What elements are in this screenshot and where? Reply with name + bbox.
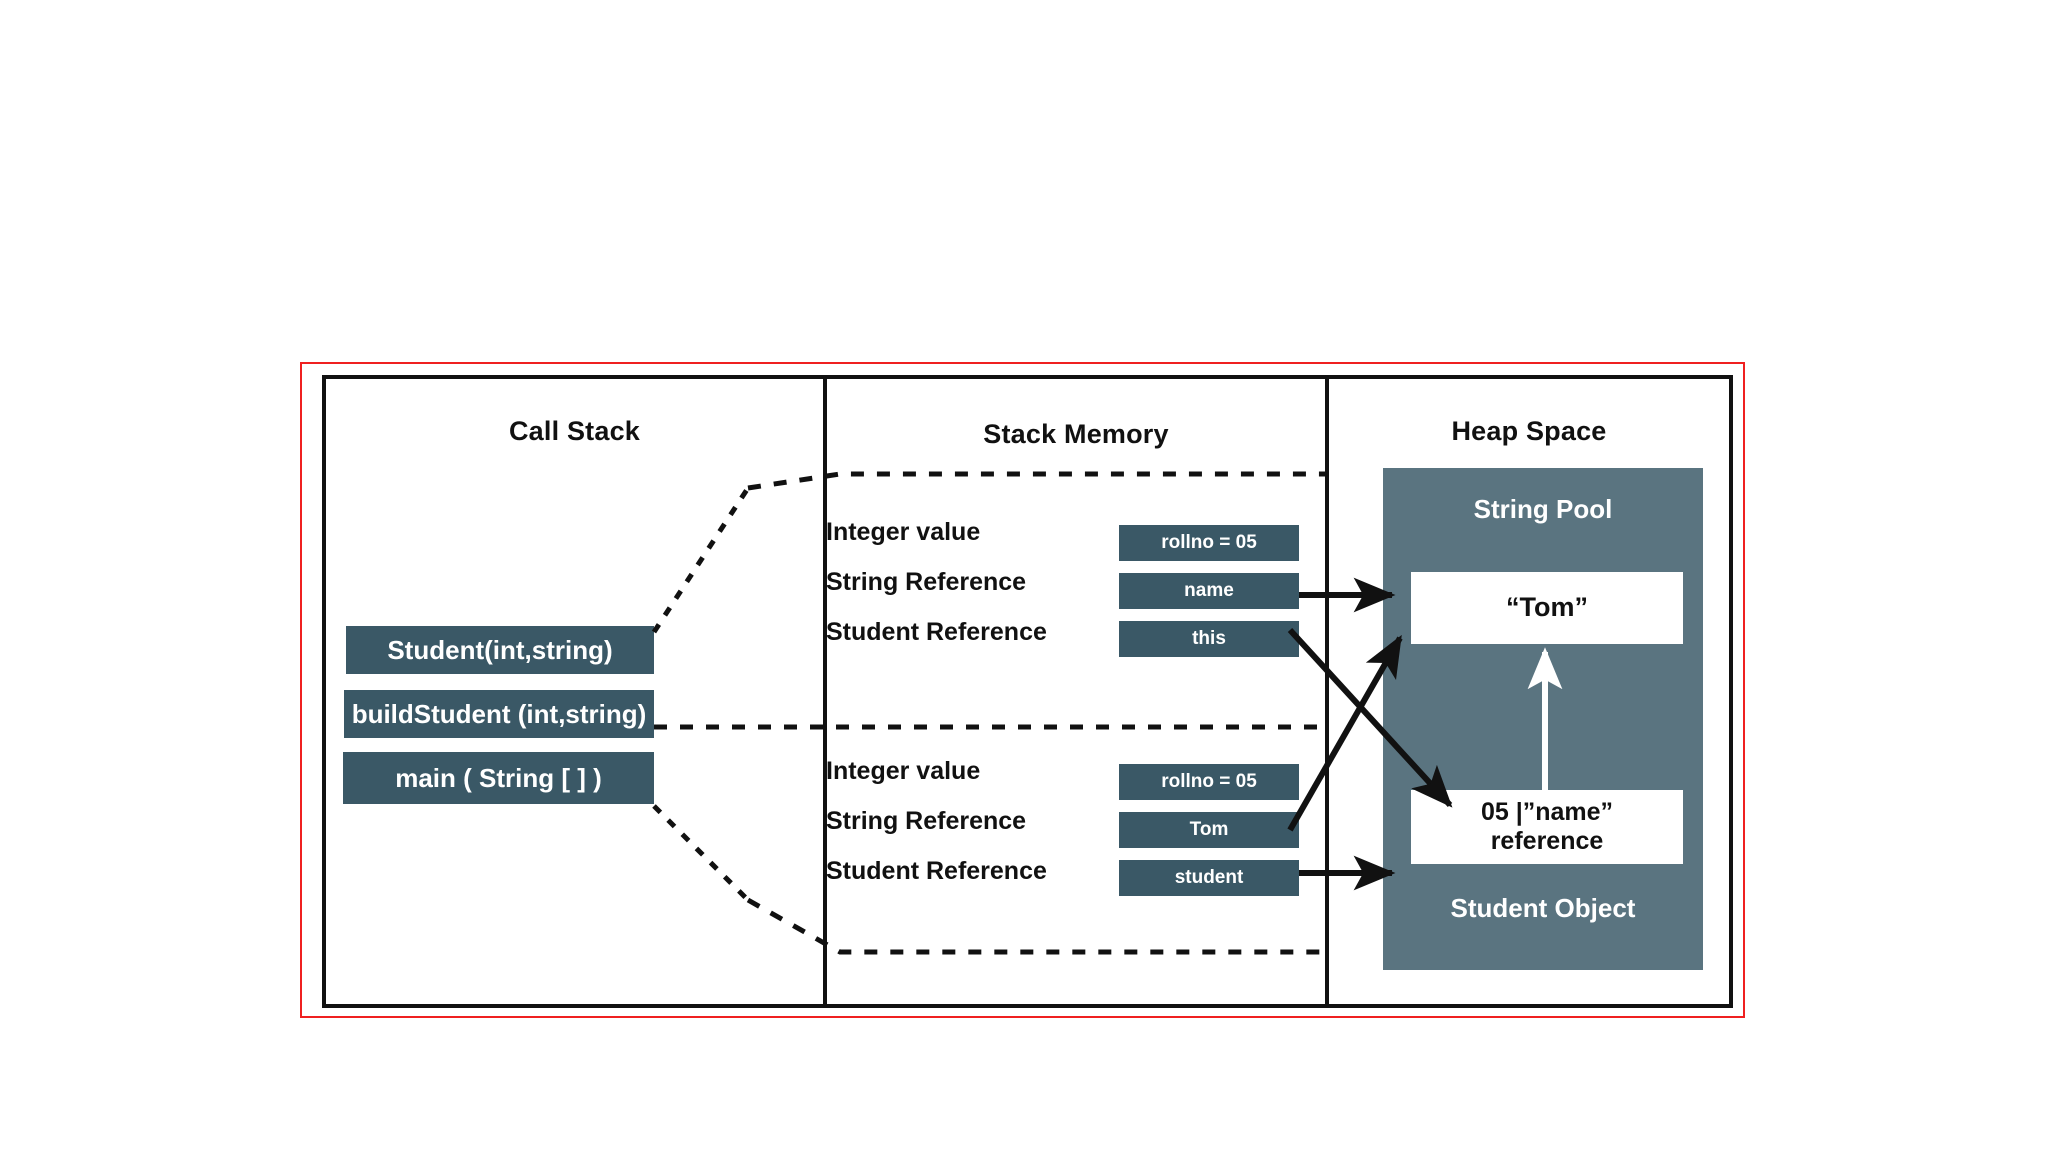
student-object-line-1: 05 |”name” (1480, 798, 1614, 827)
student-object-line-2: reference (1490, 827, 1604, 855)
heap-space-container: String Pool “Tom” 05 |”name” reference S… (1383, 468, 1703, 970)
stack-memory-label-integer-value-1: Integer value (826, 518, 981, 546)
stack-memory-label-string-reference-1: String Reference (826, 568, 1027, 596)
panel-divider-call-stack (823, 379, 827, 1004)
call-stack-frame-student-constructor: Student(int,string) (346, 626, 654, 674)
stack-memory-slot-rollno-2: rollno = 05 (1119, 764, 1299, 800)
panel-title-stack-memory: Stack Memory (983, 419, 1169, 449)
heap-label-student-object: Student Object (1450, 893, 1636, 923)
heap-label-string-pool: String Pool (1473, 494, 1613, 524)
stack-memory-label-student-reference-2: Student Reference (826, 857, 1047, 885)
stack-memory-slot-name-1: name (1119, 573, 1299, 609)
panel-divider-stack-memory (1325, 379, 1329, 1004)
panel-title-heap-space: Heap Space (1451, 416, 1607, 446)
stack-memory-slot-rollno-1: rollno = 05 (1119, 525, 1299, 561)
stack-memory-label-student-reference-1: Student Reference (826, 618, 1047, 646)
stack-memory-slot-this-1: this (1119, 621, 1299, 657)
call-stack-frame-build-student: buildStudent (int,string) (344, 690, 654, 738)
heap-cell-string-literal-tom: “Tom” (1411, 572, 1683, 644)
stack-memory-label-integer-value-2: Integer value (826, 757, 981, 785)
stack-memory-label-string-reference-2: String Reference (826, 807, 1027, 835)
stack-memory-slot-tom-2: Tom (1119, 812, 1299, 848)
stack-memory-slot-student-2: student (1119, 860, 1299, 896)
call-stack-frame-main: main ( String [ ] ) (343, 752, 654, 804)
panel-title-call-stack: Call Stack (508, 416, 641, 446)
heap-cell-student-object: 05 |”name” reference (1411, 790, 1683, 864)
